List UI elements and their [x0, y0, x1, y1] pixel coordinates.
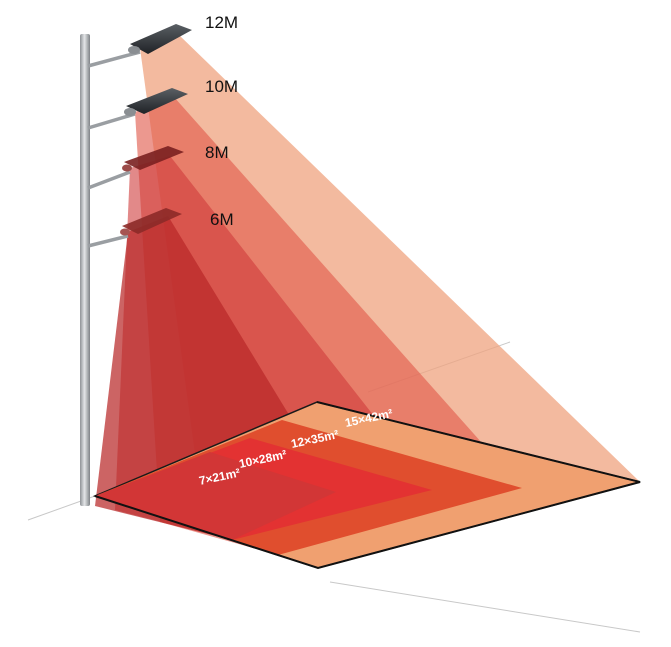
height-label-12m: 12M [205, 13, 238, 32]
lamp-head-10m [124, 88, 188, 116]
light-pole [80, 34, 141, 506]
pole-arm-6m [87, 234, 129, 248]
ground-outline [94, 401, 641, 570]
pole-arm-12m [87, 50, 141, 68]
height-label-8m: 8M [205, 143, 229, 162]
pole-shaft [80, 34, 90, 506]
lamp-head-6m [120, 208, 182, 236]
height-label-10m: 10M [205, 77, 238, 96]
lamp-head-8m [122, 146, 184, 172]
lamp-head-12m [128, 24, 192, 54]
height-label-6m: 6M [210, 210, 234, 229]
pole-arm-8m [87, 170, 131, 190]
lamp-heads [120, 24, 192, 236]
ground-coverage-areas [92, 401, 641, 570]
height-labels: 12M 10M 8M 6M [205, 13, 238, 229]
ground-area-6m [95, 452, 336, 540]
pole-arm-10m [87, 112, 136, 130]
